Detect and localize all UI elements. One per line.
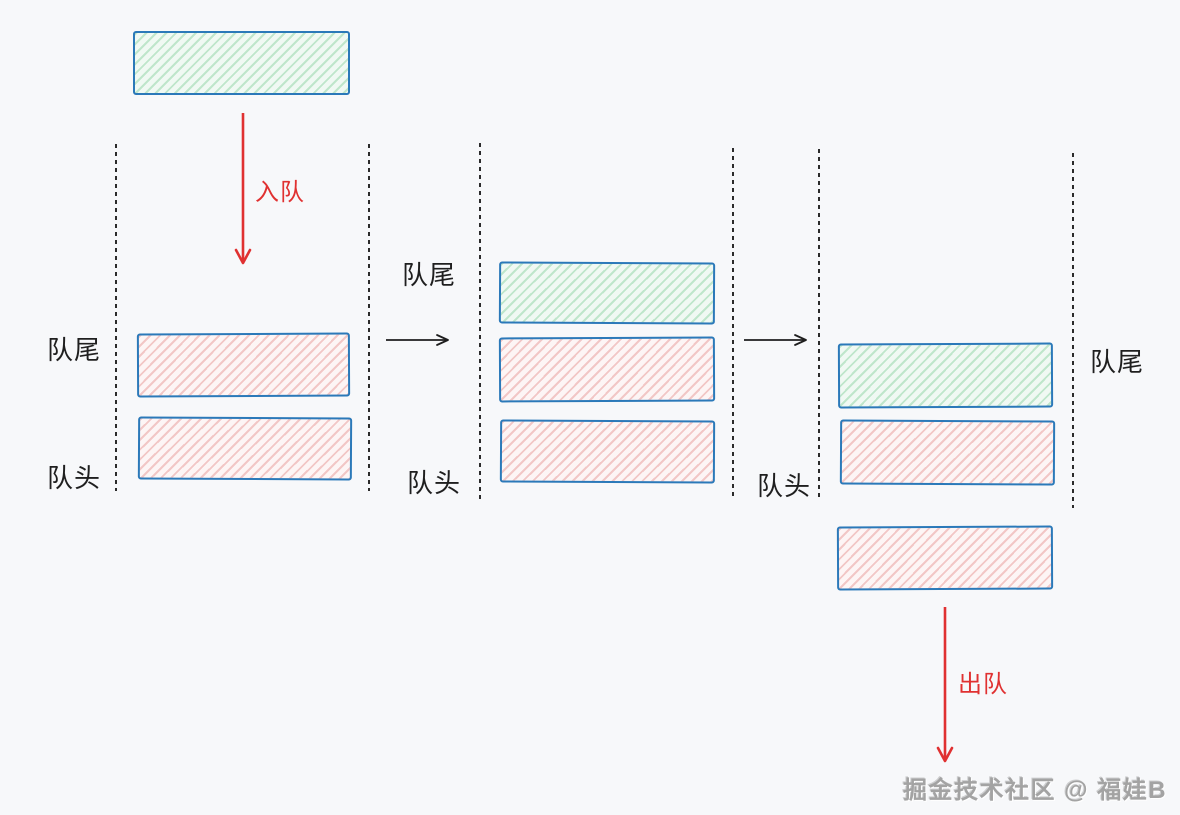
queue2-left-wall (479, 143, 481, 500)
queue2-element-3 (498, 261, 716, 325)
transition-arrow-1 (386, 334, 449, 346)
queue1-left-wall (115, 144, 117, 491)
transition-arrow-2 (744, 334, 807, 346)
queue1-right-wall (368, 144, 370, 491)
queue3-element-2 (839, 419, 1056, 486)
queue2-head-label: 队头 (407, 468, 462, 498)
queue3-left-wall (818, 149, 820, 500)
queue3-tail-label: 队尾 (1090, 347, 1145, 377)
queue2-element-1 (499, 419, 716, 484)
queue3-head-label: 队头 (757, 471, 812, 501)
queue2-tail-label: 队尾 (402, 260, 457, 290)
queue1-head-label: 队头 (47, 463, 102, 493)
dequeue-label: 出队 (958, 671, 1008, 698)
enqueue-label: 入队 (255, 179, 305, 206)
queue1-element-2 (136, 332, 351, 398)
queue1-element-1 (137, 416, 353, 481)
queue1-tail-label: 队尾 (47, 335, 102, 365)
queue3-right-wall (1072, 153, 1074, 508)
queue2-element-2 (498, 336, 716, 403)
queue2-right-wall (732, 148, 734, 500)
enqueue-arrow (234, 113, 252, 265)
dequeue-arrow (936, 607, 954, 763)
queue3-element-3 (837, 342, 1054, 409)
watermark-text: 掘金技术社区 @ 福娃B (903, 777, 1168, 804)
dequeued-element-block (836, 525, 1054, 591)
incoming-element-block (133, 31, 350, 95)
